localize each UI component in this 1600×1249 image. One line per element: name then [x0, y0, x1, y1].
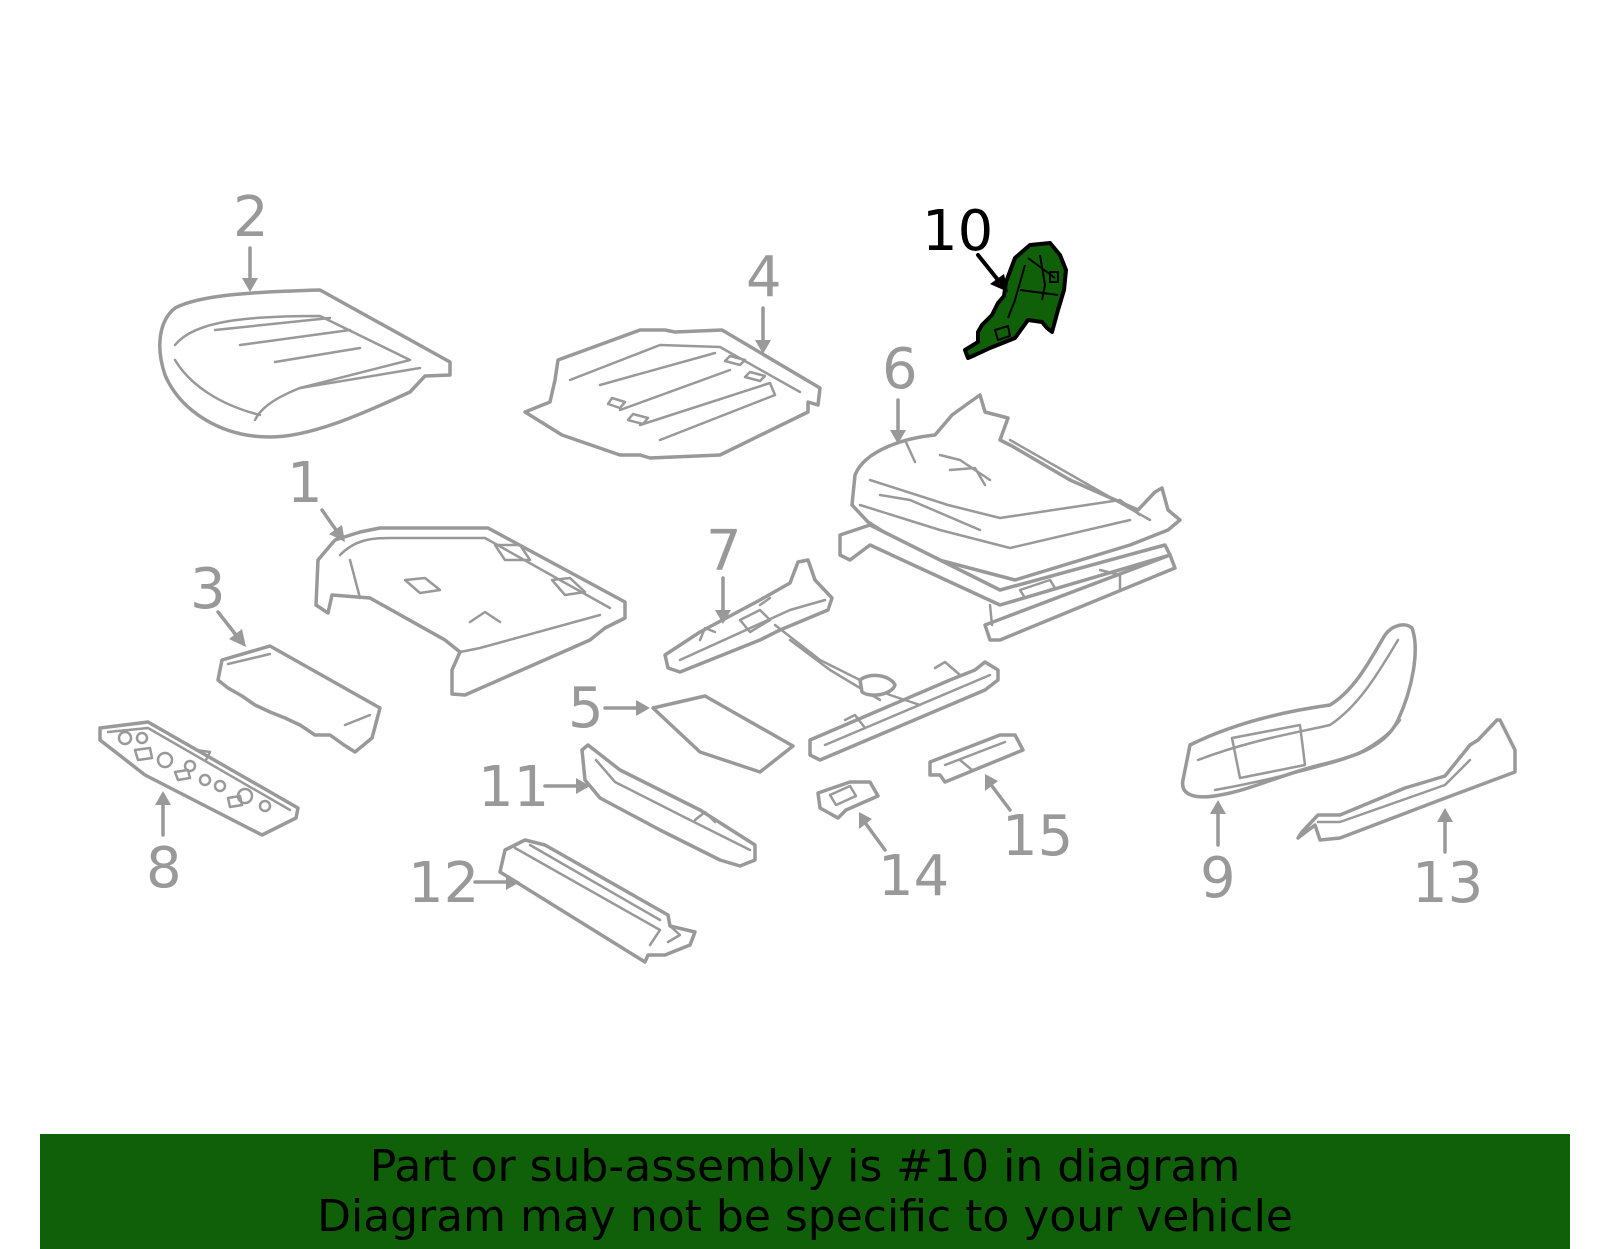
part-3-front-foam[interactable] [216, 644, 382, 754]
arrow-14 [864, 822, 887, 852]
part-5-panel[interactable] [651, 694, 795, 774]
callout-6: 6 [882, 337, 918, 402]
part-15-bracket[interactable] [928, 733, 1025, 784]
info-banner: Part or sub-assembly is #10 in diagram D… [40, 1134, 1570, 1249]
arrow-15 [990, 784, 1012, 812]
part-10-highlighted[interactable] [963, 241, 1068, 360]
arrow-10 [976, 253, 1000, 282]
callout-13: 13 [1412, 851, 1483, 916]
callout-15: 15 [1002, 804, 1073, 869]
callout-10: 10 [922, 199, 993, 264]
callout-5: 5 [568, 676, 604, 741]
callout-4: 4 [746, 245, 782, 310]
part-2-cushion-pad[interactable] [158, 288, 452, 439]
callout-2: 2 [233, 185, 269, 250]
callout-numbers: 2 4 6 1 3 7 5 11 12 8 14 15 9 13 10 [146, 185, 1483, 916]
part-1-cushion-frame[interactable] [314, 526, 627, 697]
part-9-side-shield[interactable] [1180, 623, 1417, 799]
arrow-1 [320, 508, 338, 532]
callout-8: 8 [146, 836, 182, 901]
callout-arrows [155, 246, 1453, 890]
callout-1: 1 [287, 451, 323, 516]
arrow-3 [216, 610, 238, 637]
part-6-seat-frame[interactable] [838, 393, 1182, 642]
callout-7: 7 [706, 519, 742, 584]
callout-11: 11 [478, 755, 549, 820]
part-7-seat-track[interactable] [663, 558, 1000, 762]
callout-3: 3 [190, 557, 226, 622]
part-13-lower-trim[interactable] [1296, 718, 1517, 842]
callout-12: 12 [408, 851, 479, 916]
banner-line-2: Diagram may not be specific to your vehi… [317, 1190, 1293, 1242]
part-14-clip[interactable] [816, 780, 880, 820]
callout-14: 14 [878, 844, 949, 909]
part-4-seat-pan[interactable] [523, 328, 822, 460]
part-11-front-trim[interactable] [580, 743, 757, 868]
part-12-lower-trim[interactable] [498, 838, 697, 964]
banner-line-1: Part or sub-assembly is #10 in diagram [369, 1140, 1241, 1192]
part-8-module-plate[interactable] [98, 720, 300, 837]
callout-9: 9 [1200, 846, 1236, 911]
